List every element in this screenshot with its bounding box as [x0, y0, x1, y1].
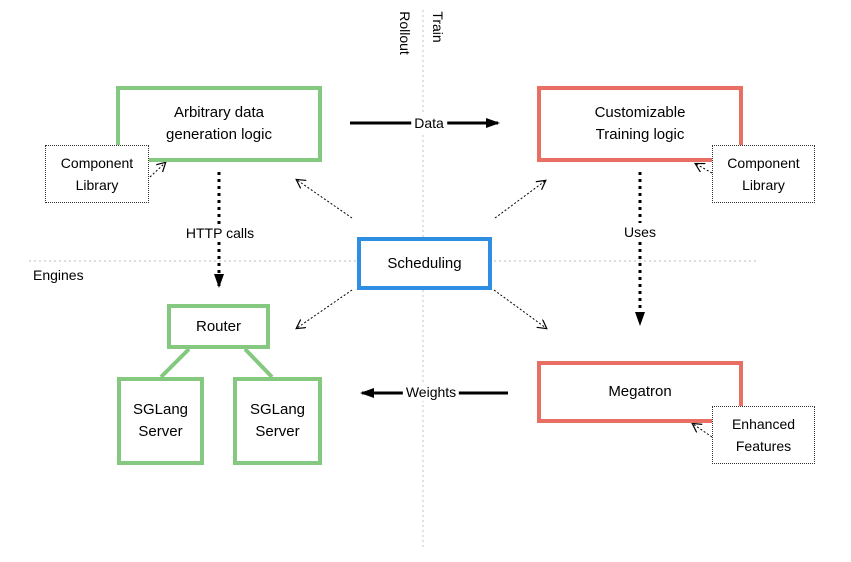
train-axis-label: Train — [430, 11, 446, 43]
node-data-generation-line2: generation logic — [166, 126, 272, 143]
node-router-label: Router — [195, 317, 242, 335]
callout-component-library-right: Component Library — [712, 145, 815, 203]
node-router: Router — [167, 304, 270, 349]
callout-link-component-left — [149, 163, 165, 178]
callout-enhanced-features-line1: Enhanced — [731, 416, 796, 432]
node-sglang-server-1-line1: SGLang — [132, 401, 189, 418]
callout-component-library-right-line1: Component — [727, 155, 800, 171]
node-data-generation: Arbitrary data generation logic — [116, 86, 322, 162]
callout-enhanced-features: Enhanced Features — [712, 406, 815, 464]
node-sglang-server-2: SGLang Server — [233, 377, 322, 465]
edge-scheduling-to-router — [297, 289, 353, 328]
callout-component-library-left-line2: Library — [75, 177, 119, 193]
label-data: Data — [411, 114, 447, 132]
node-sglang-server-1-line2: Server — [138, 423, 183, 440]
node-sglang-server-1: SGLang Server — [117, 377, 204, 465]
node-data-generation-line1: Arbitrary data — [173, 104, 265, 121]
node-scheduling-label: Scheduling — [387, 254, 462, 272]
callout-component-library-right-line2: Library — [742, 177, 785, 193]
node-megatron-label: Megatron — [608, 383, 672, 400]
edge-scheduling-to-megatron — [493, 289, 546, 328]
node-megatron: Megatron — [537, 361, 743, 423]
callout-link-component-right — [696, 164, 713, 174]
router-link-left — [159, 347, 191, 379]
callout-component-library-left: Component Library — [45, 145, 149, 203]
label-uses: Uses — [621, 223, 659, 241]
node-sglang-server-2-line2: Server — [255, 423, 300, 440]
node-sglang-server-2-line1: SGLang — [249, 401, 306, 418]
node-training-line1: Customizable — [594, 104, 686, 121]
edge-scheduling-to-datagen — [297, 180, 353, 219]
rollout-axis-label: Rollout — [397, 11, 413, 55]
label-weights: Weights — [402, 383, 460, 401]
callout-enhanced-features-line2: Features — [735, 438, 792, 454]
node-training: Customizable Training logic — [537, 86, 743, 162]
engines-axis-label: Engines — [33, 267, 84, 283]
edge-scheduling-to-training — [494, 181, 545, 219]
callout-component-library-left-line1: Component — [60, 155, 134, 171]
node-scheduling: Scheduling — [357, 237, 492, 290]
router-link-right — [243, 347, 274, 379]
label-http-calls: HTTP calls — [182, 224, 258, 242]
node-training-line2: Training logic — [595, 126, 685, 143]
callout-link-enhanced — [693, 424, 713, 438]
